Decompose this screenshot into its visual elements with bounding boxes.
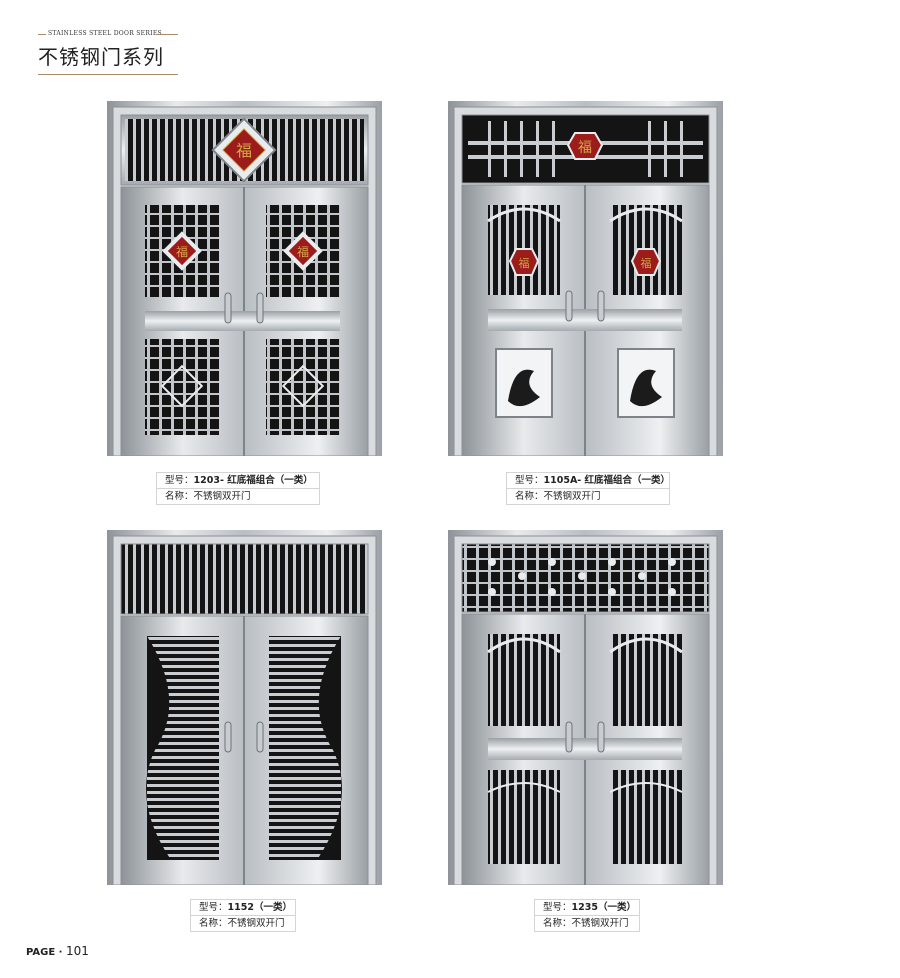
caption-1105a: 型号：1105A- 红底福组合（一类） 名称：不锈钢双开门 [506,472,670,505]
product-name: 不锈钢双开门 [571,918,629,929]
door-image-1105a: 福 福 福 [448,101,723,456]
series-english: STAINLESS STEEL DOOR SERIES [48,30,162,37]
svg-text:福: 福 [236,141,252,160]
svg-text:福: 福 [297,244,309,259]
ornament-line-right [156,34,178,35]
product-name: 不锈钢双开门 [193,491,251,502]
caption-1203: 型号：1203- 红底福组合（一类） 名称：不锈钢双开门 [156,472,320,505]
page-number: PAGE · 101 [26,944,89,958]
door-image-1235 [448,530,723,885]
model-number: 1152（一类） [227,902,292,913]
svg-text:福: 福 [641,256,652,270]
svg-text:福: 福 [519,256,530,270]
door-image-1152 [107,530,382,885]
svg-text:福: 福 [578,140,592,156]
header-underline [38,74,178,75]
product-name: 不锈钢双开门 [227,918,285,929]
page-number-value: 101 [65,944,89,958]
caption-1235: 型号：1235（一类） 名称：不锈钢双开门 [534,899,640,932]
page-label: PAGE · [26,947,63,958]
caption-1152: 型号：1152（一类） 名称：不锈钢双开门 [190,899,296,932]
model-number: 1235（一类） [571,902,636,913]
model-number: 1203- 红底福组合（一类） [193,475,313,486]
product-name: 不锈钢双开门 [543,491,601,502]
ornament-line-left [38,34,46,35]
door-image-1203: 福 福 福 [107,101,382,456]
series-title: 不锈钢门系列 [38,45,164,69]
svg-text:福: 福 [176,244,188,259]
model-number: 1105A- 红底福组合（一类） [543,475,671,486]
